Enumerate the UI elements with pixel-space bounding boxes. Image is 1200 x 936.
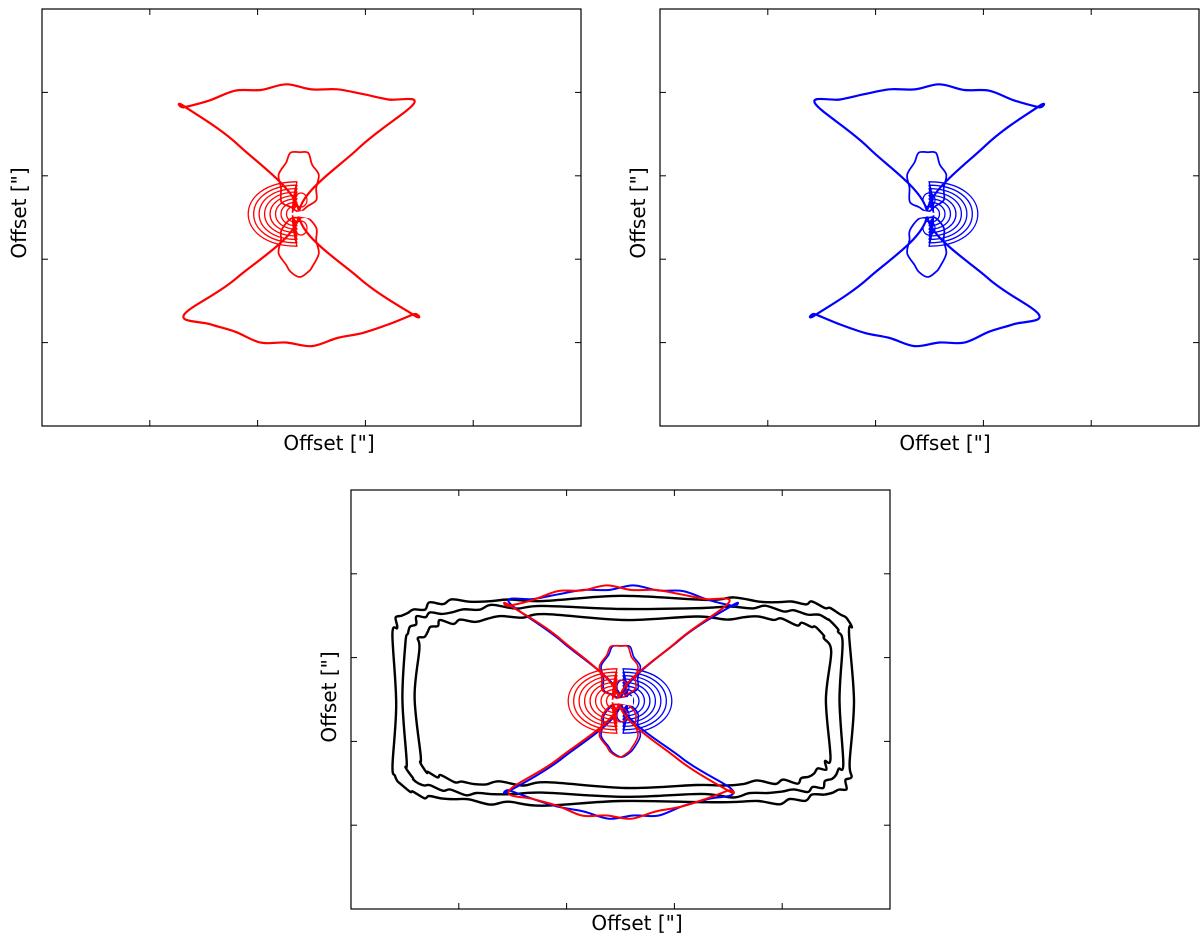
capsule-contour — [401, 603, 845, 799]
axis-ticks — [351, 490, 890, 909]
lobe-contour — [598, 702, 639, 758]
lobe-contour — [277, 216, 320, 278]
x-axis-label: Offset ["] — [899, 431, 990, 455]
nested-contour — [928, 181, 979, 247]
core-marker — [291, 209, 313, 219]
panel-top-left: Offset ["] Offset ["] — [7, 8, 582, 455]
capsule-contour — [391, 594, 856, 807]
x-axis-label: Offset ["] — [283, 431, 374, 455]
y-axis-label: Offset ["] — [626, 167, 650, 258]
core-marker — [913, 209, 935, 219]
axis-ticks — [660, 9, 1199, 426]
lobe-contour — [906, 216, 948, 278]
contour-plot — [391, 584, 856, 820]
x-axis-label: Offset ["] — [591, 911, 682, 935]
panel-top-right: Offset ["] Offset ["] — [626, 8, 1200, 455]
panel-bottom: Offset ["] Offset ["] — [317, 489, 891, 935]
capsule-contour — [413, 612, 833, 790]
y-axis-label: Offset ["] — [317, 651, 341, 742]
axis-ticks — [42, 9, 581, 426]
core-marker — [611, 696, 633, 706]
contour-plot — [808, 83, 1046, 348]
nested-contour — [247, 181, 298, 247]
nested-contour — [567, 668, 618, 734]
contour-plot — [177, 83, 421, 348]
y-axis-label: Offset ["] — [7, 167, 31, 258]
